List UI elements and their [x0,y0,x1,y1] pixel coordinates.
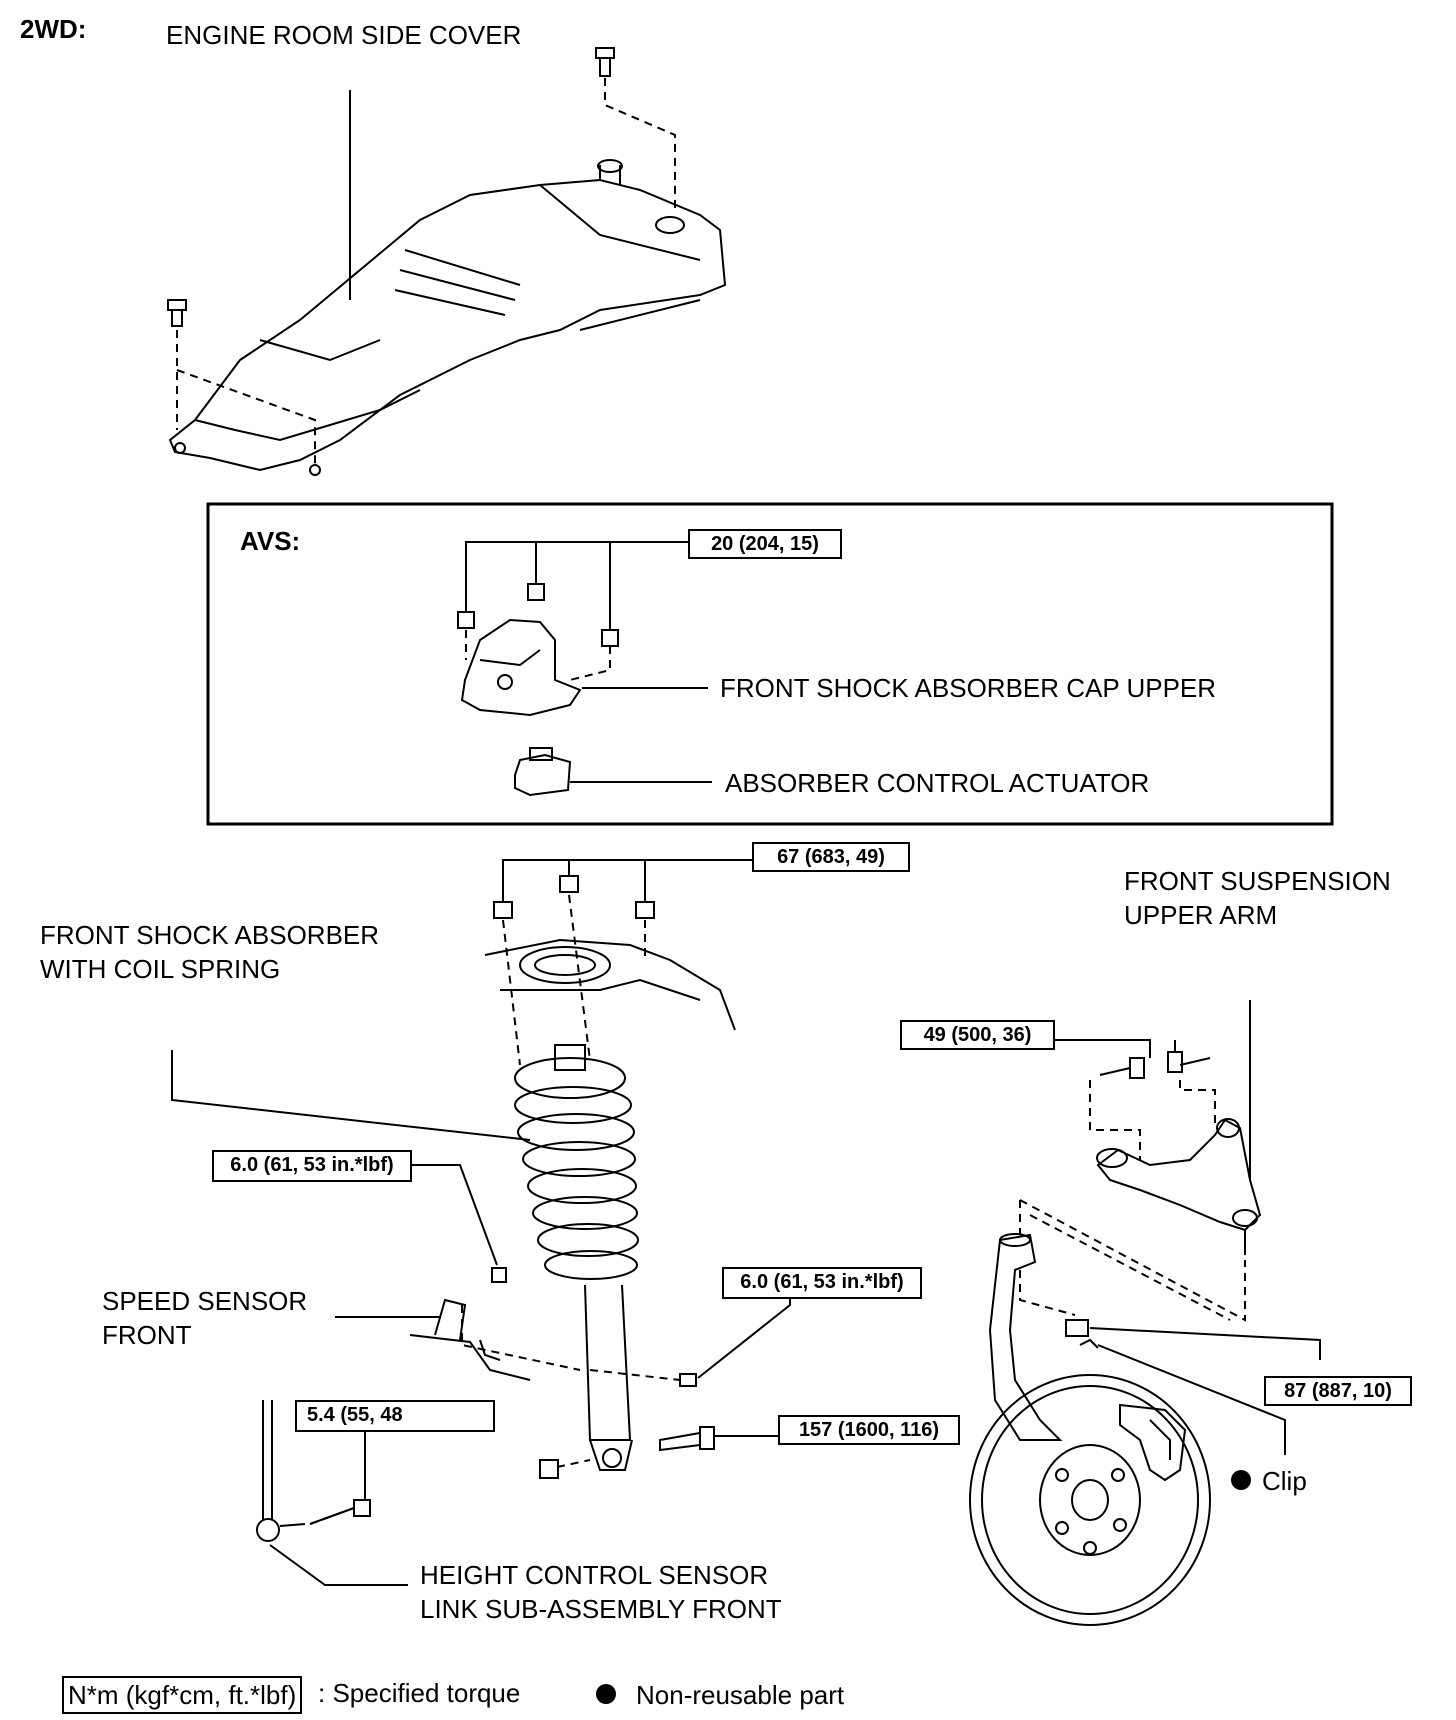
torque-cap-upper-nuts: 20 (204, 15) [688,529,842,559]
absorber-control-actuator [514,747,572,797]
label-engine-room-side-cover: ENGINE ROOM SIDE COVER [166,20,522,50]
torque-speed-sensor-bolt-upper: 6.0 (61, 53 in.*lbf) [212,1150,412,1182]
front-shock-absorber-cap-upper [460,618,582,717]
coil-spring [514,1044,639,1280]
speed-sensor-bolt-upper [491,1267,507,1283]
brake-caliper [1119,1403,1187,1482]
legend-nonreusable-desc: Non-reusable part [636,1680,845,1710]
torque-shock-lower-bolt: 157 (1600, 116) [778,1415,960,1445]
speed-sensor-front [409,1298,531,1381]
label-front-suspension-upper-arm: FRONT SUSPENSION UPPER ARM [1124,866,1391,930]
ball-joint-nut [1065,1319,1089,1337]
torque-height-sensor-nut: 5.4 (55, 48 [295,1400,495,1432]
label-front-shock-absorber-cap-upper: FRONT SHOCK ABSORBER CAP UPPER [720,673,1217,703]
cover-bolt-top [595,47,615,77]
steering-knuckle [988,1233,1063,1441]
clip-part [1079,1338,1099,1349]
label-clip: Clip [1262,1466,1307,1496]
brake-disc [969,1374,1211,1626]
legend-nonreusable-dot [596,1684,616,1704]
label-front-shock-absorber: FRONT SHOCK ABSORBER WITH COIL SPRING [40,920,380,984]
cover-bolt-left [167,299,187,327]
variant-label: 2WD: [20,14,87,44]
label-speed-sensor-front: SPEED SENSOR FRONT [102,1286,308,1350]
torque-upper-arm-bolts: 49 (500, 36) [900,1020,1055,1050]
torque-speed-sensor-bolt-lower: 6.0 (61, 53 in.*lbf) [722,1267,922,1299]
speed-sensor-bolt-lower [679,1373,697,1387]
legend-torque-desc: : Specified torque [318,1678,521,1708]
front-suspension-upper-arm [1096,1118,1262,1255]
cap-upper-nuts [457,583,619,647]
shock-lower-nut [539,1459,559,1479]
torque-upper-arm-ball-joint-nut: 87 (887, 10) [1264,1376,1412,1406]
shock-lower-bolt [659,1426,715,1452]
label-avs: AVS: [240,526,301,556]
engine-room-side-cover [168,159,727,476]
upper-arm-bolts [1099,1051,1211,1079]
label-height-control-sensor-link: HEIGHT CONTROL SENSOR LINK SUB-ASSEMBLY … [420,1560,782,1624]
label-absorber-control-actuator: ABSORBER CONTROL ACTUATOR [725,768,1150,798]
avs-box [206,502,1334,826]
clip-nonreusable-dot [1231,1470,1251,1490]
shock-tower-body [484,938,736,1031]
shock-upper-nuts [493,875,655,919]
legend-torque-unit: N*m (kgf*cm, ft.*lbf) [62,1676,303,1714]
torque-shock-upper-nuts: 67 (683, 49) [752,842,910,872]
shock-absorber-body [584,1284,633,1471]
